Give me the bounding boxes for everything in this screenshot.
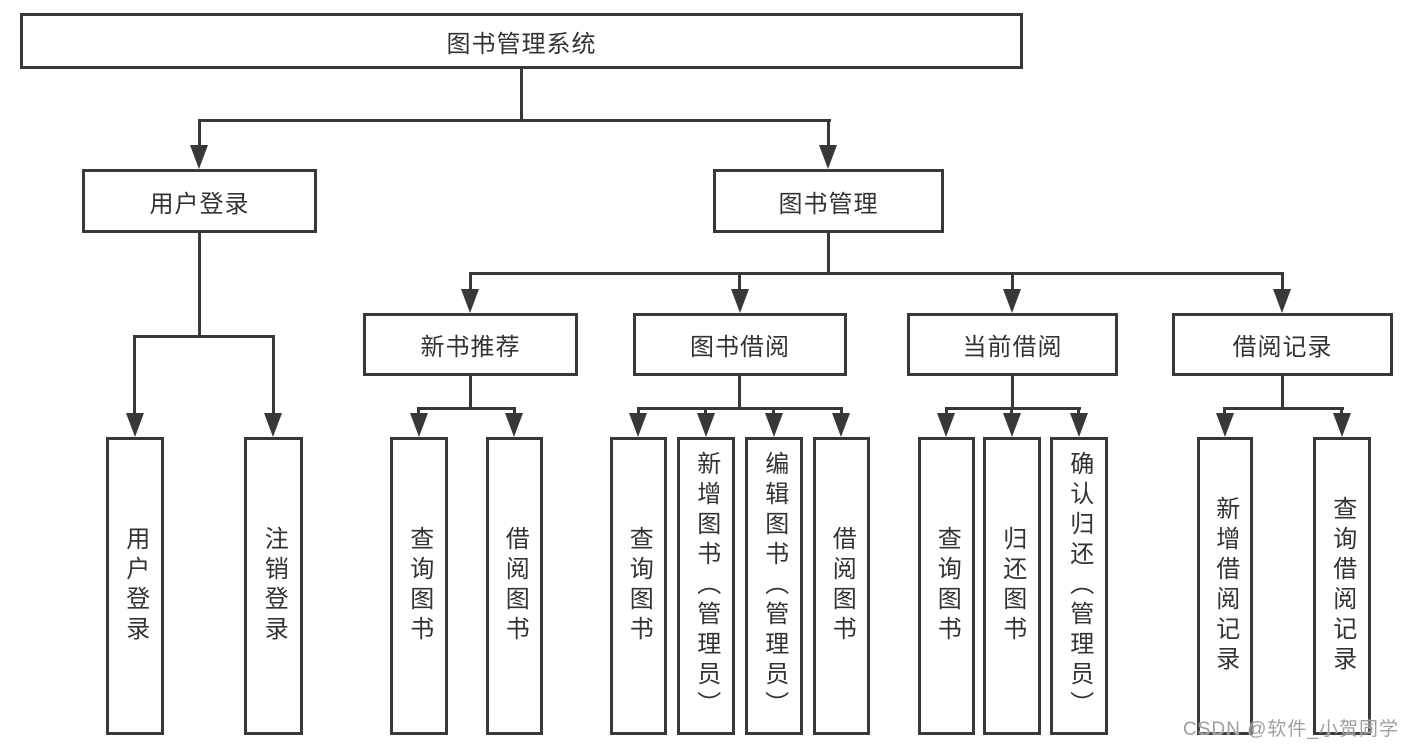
leaf-confirm-return-admin: 确认归还（管理员） [1050, 437, 1108, 735]
connector-line [827, 233, 830, 275]
connector-line [1223, 407, 1344, 410]
node-label: 图书管理 [778, 190, 879, 218]
node-label: 借阅记录 [1232, 334, 1333, 361]
arrowhead-down-icon [126, 413, 144, 437]
node-book-management: 图书管理 [713, 169, 944, 233]
connector-line [417, 407, 420, 415]
node-label: 图书借阅 [690, 334, 790, 361]
node-label: 图书管理系统 [446, 30, 597, 58]
leaf-user-login: 用户登录 [106, 437, 164, 735]
leaf-return-books: 归还图书 [983, 437, 1041, 735]
node-label: 借阅图书 [828, 526, 856, 646]
connector-line [513, 407, 516, 415]
connector-line [198, 119, 831, 122]
leaf-logout-login: 注销登录 [244, 437, 303, 735]
node-label: 新书推荐 [420, 334, 521, 361]
connector-line [738, 272, 741, 289]
node-user-login: 用户登录 [82, 169, 317, 233]
leaf-edit-books-admin: 编辑图书（管理员） [745, 437, 803, 735]
arrowhead-down-icon [731, 289, 749, 313]
arrowhead-down-icon [264, 413, 282, 437]
connector-line [827, 119, 830, 149]
connector-line [1223, 407, 1226, 415]
arrowhead-down-icon [937, 413, 955, 437]
connector-line [417, 407, 516, 410]
connector-line [772, 407, 775, 415]
node-label: 归还图书 [998, 526, 1026, 646]
node-label: 用户登录 [149, 190, 250, 218]
arrowhead-down-icon [1333, 413, 1351, 437]
arrowhead-down-icon [1003, 413, 1021, 437]
arrowhead-down-icon [765, 413, 783, 437]
connector-line [469, 272, 472, 289]
arrowhead-down-icon [1003, 289, 1021, 313]
connector-line [1077, 407, 1080, 415]
arrowhead-down-icon [1216, 413, 1234, 437]
leaf-borrow-books-2: 借阅图书 [813, 437, 870, 735]
connector-line [1010, 407, 1013, 415]
connector-line [133, 335, 136, 413]
connector-line [1281, 272, 1284, 289]
leaf-query-books-3: 查询图书 [918, 437, 975, 735]
node-label: 借阅图书 [501, 526, 529, 646]
arrowhead-down-icon [1273, 289, 1291, 313]
leaf-borrow-books: 借阅图书 [486, 437, 543, 735]
connector-line [1340, 407, 1343, 415]
node-new-book-recommendation: 新书推荐 [363, 313, 578, 376]
node-book-borrowing: 图书借阅 [633, 313, 847, 376]
connector-line [1011, 272, 1014, 289]
connector-line [520, 68, 523, 122]
arrowhead-down-icon [629, 413, 647, 437]
connector-line [637, 407, 640, 415]
connector-line [198, 233, 201, 335]
connector-line [133, 335, 275, 338]
connector-line [738, 376, 741, 410]
node-label: 查询借阅记录 [1328, 496, 1356, 676]
leaf-query-books: 查询图书 [390, 437, 448, 735]
leaf-query-borrow-record: 查询借阅记录 [1313, 437, 1371, 735]
node-label: 查询图书 [405, 526, 433, 646]
leaf-add-borrow-record: 新增借阅记录 [1197, 437, 1253, 735]
arrowhead-down-icon [505, 413, 523, 437]
connector-line [637, 407, 843, 410]
node-label: 注销登录 [260, 526, 288, 646]
arrowhead-down-icon [1070, 413, 1088, 437]
arrowhead-down-icon [410, 413, 428, 437]
arrowhead-down-icon [461, 289, 479, 313]
leaf-query-books-2: 查询图书 [610, 437, 667, 735]
leaf-add-books-admin: 新增图书（管理员） [677, 437, 735, 735]
node-label: 新增借阅记录 [1211, 496, 1239, 676]
connector-line [704, 407, 707, 415]
node-label: 编辑图书（管理员） [760, 451, 788, 721]
node-label: 用户登录 [121, 526, 149, 646]
node-current-borrowing: 当前借阅 [907, 313, 1118, 376]
node-label: 新增图书（管理员） [692, 451, 720, 721]
arrowhead-down-icon [819, 145, 837, 169]
connector-line [198, 119, 201, 149]
node-library-management-system: 图书管理系统 [20, 13, 1023, 69]
node-label: 当前借阅 [962, 334, 1063, 361]
arrowhead-down-icon [190, 145, 208, 169]
node-label: 查询图书 [933, 526, 961, 646]
connector-line [945, 407, 948, 415]
connector-line [1281, 376, 1284, 410]
connector-line [469, 376, 472, 410]
connector-line [272, 335, 275, 413]
connector-line [1011, 376, 1014, 410]
node-borrowing-records: 借阅记录 [1172, 313, 1393, 376]
node-label: 确认归还（管理员） [1065, 451, 1093, 721]
node-label: 查询图书 [625, 526, 653, 646]
arrowhead-down-icon [697, 413, 715, 437]
connector-line [945, 407, 1081, 410]
arrowhead-down-icon [832, 413, 850, 437]
connector-line [840, 407, 843, 415]
connector-line [469, 272, 1283, 275]
watermark: CSDN @软件_小贺同学 [1183, 719, 1399, 740]
